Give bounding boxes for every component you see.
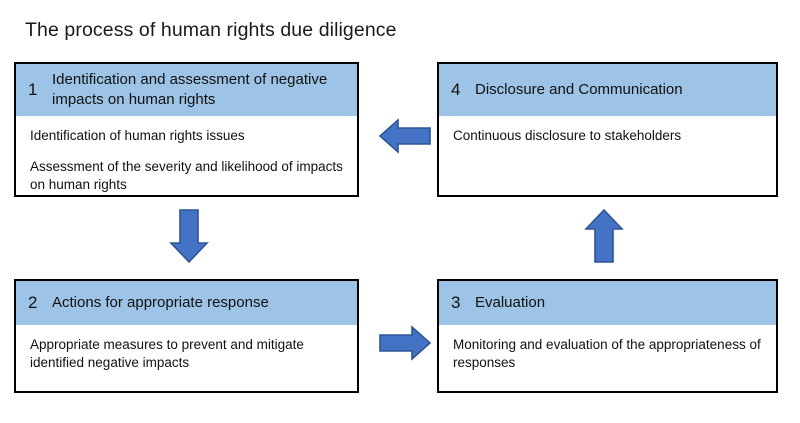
step-2-line-1: Appropriate measures to prevent and miti… (30, 337, 304, 370)
step-2-body: Appropriate measures to prevent and miti… (16, 325, 357, 372)
step-1-number: 1 (28, 80, 38, 99)
step-4-line-1: Continuous disclosure to stakeholders (453, 128, 682, 143)
step-4-number: 4 (451, 80, 461, 99)
step-3-title: Evaluation (475, 294, 546, 311)
step-2-title: Actions for appropriate response (52, 294, 269, 311)
step-box-3: 3 Evaluation Monitoring and evaluation o… (437, 279, 778, 393)
step-1-line-1: Identification of human rights issues (30, 128, 245, 143)
step-4-header: 4 Disclosure and Communication (439, 64, 776, 116)
arrow-left-icon (378, 117, 432, 155)
step-3-line-1: Monitoring and evaluation of the appropr… (453, 337, 761, 370)
step-1-header: 1 Identification and assessment of negat… (16, 64, 357, 116)
step-2-number: 2 (28, 293, 38, 312)
step-3-body: Monitoring and evaluation of the appropr… (439, 325, 776, 372)
step-box-1: 1 Identification and assessment of negat… (14, 62, 359, 197)
arrow-up-icon (583, 208, 625, 264)
step-1-body: Identification of human rights issues As… (16, 116, 357, 194)
step-box-4: 4 Disclosure and Communication Continuou… (437, 62, 778, 197)
step-3-number: 3 (451, 293, 461, 312)
step-box-2: 2 Actions for appropriate response Appro… (14, 279, 359, 393)
step-1-title: Identification and assessment of negativ… (52, 71, 328, 108)
page-title: The process of human rights due diligenc… (25, 19, 397, 41)
arrow-right-icon (378, 324, 432, 362)
arrow-down-icon (168, 208, 210, 264)
step-4-title: Disclosure and Communication (475, 81, 683, 98)
step-2-header: 2 Actions for appropriate response (16, 281, 357, 325)
step-3-header: 3 Evaluation (439, 281, 776, 325)
step-1-line-2: Assessment of the severity and likelihoo… (30, 159, 343, 192)
step-4-body: Continuous disclosure to stakeholders (439, 116, 776, 145)
